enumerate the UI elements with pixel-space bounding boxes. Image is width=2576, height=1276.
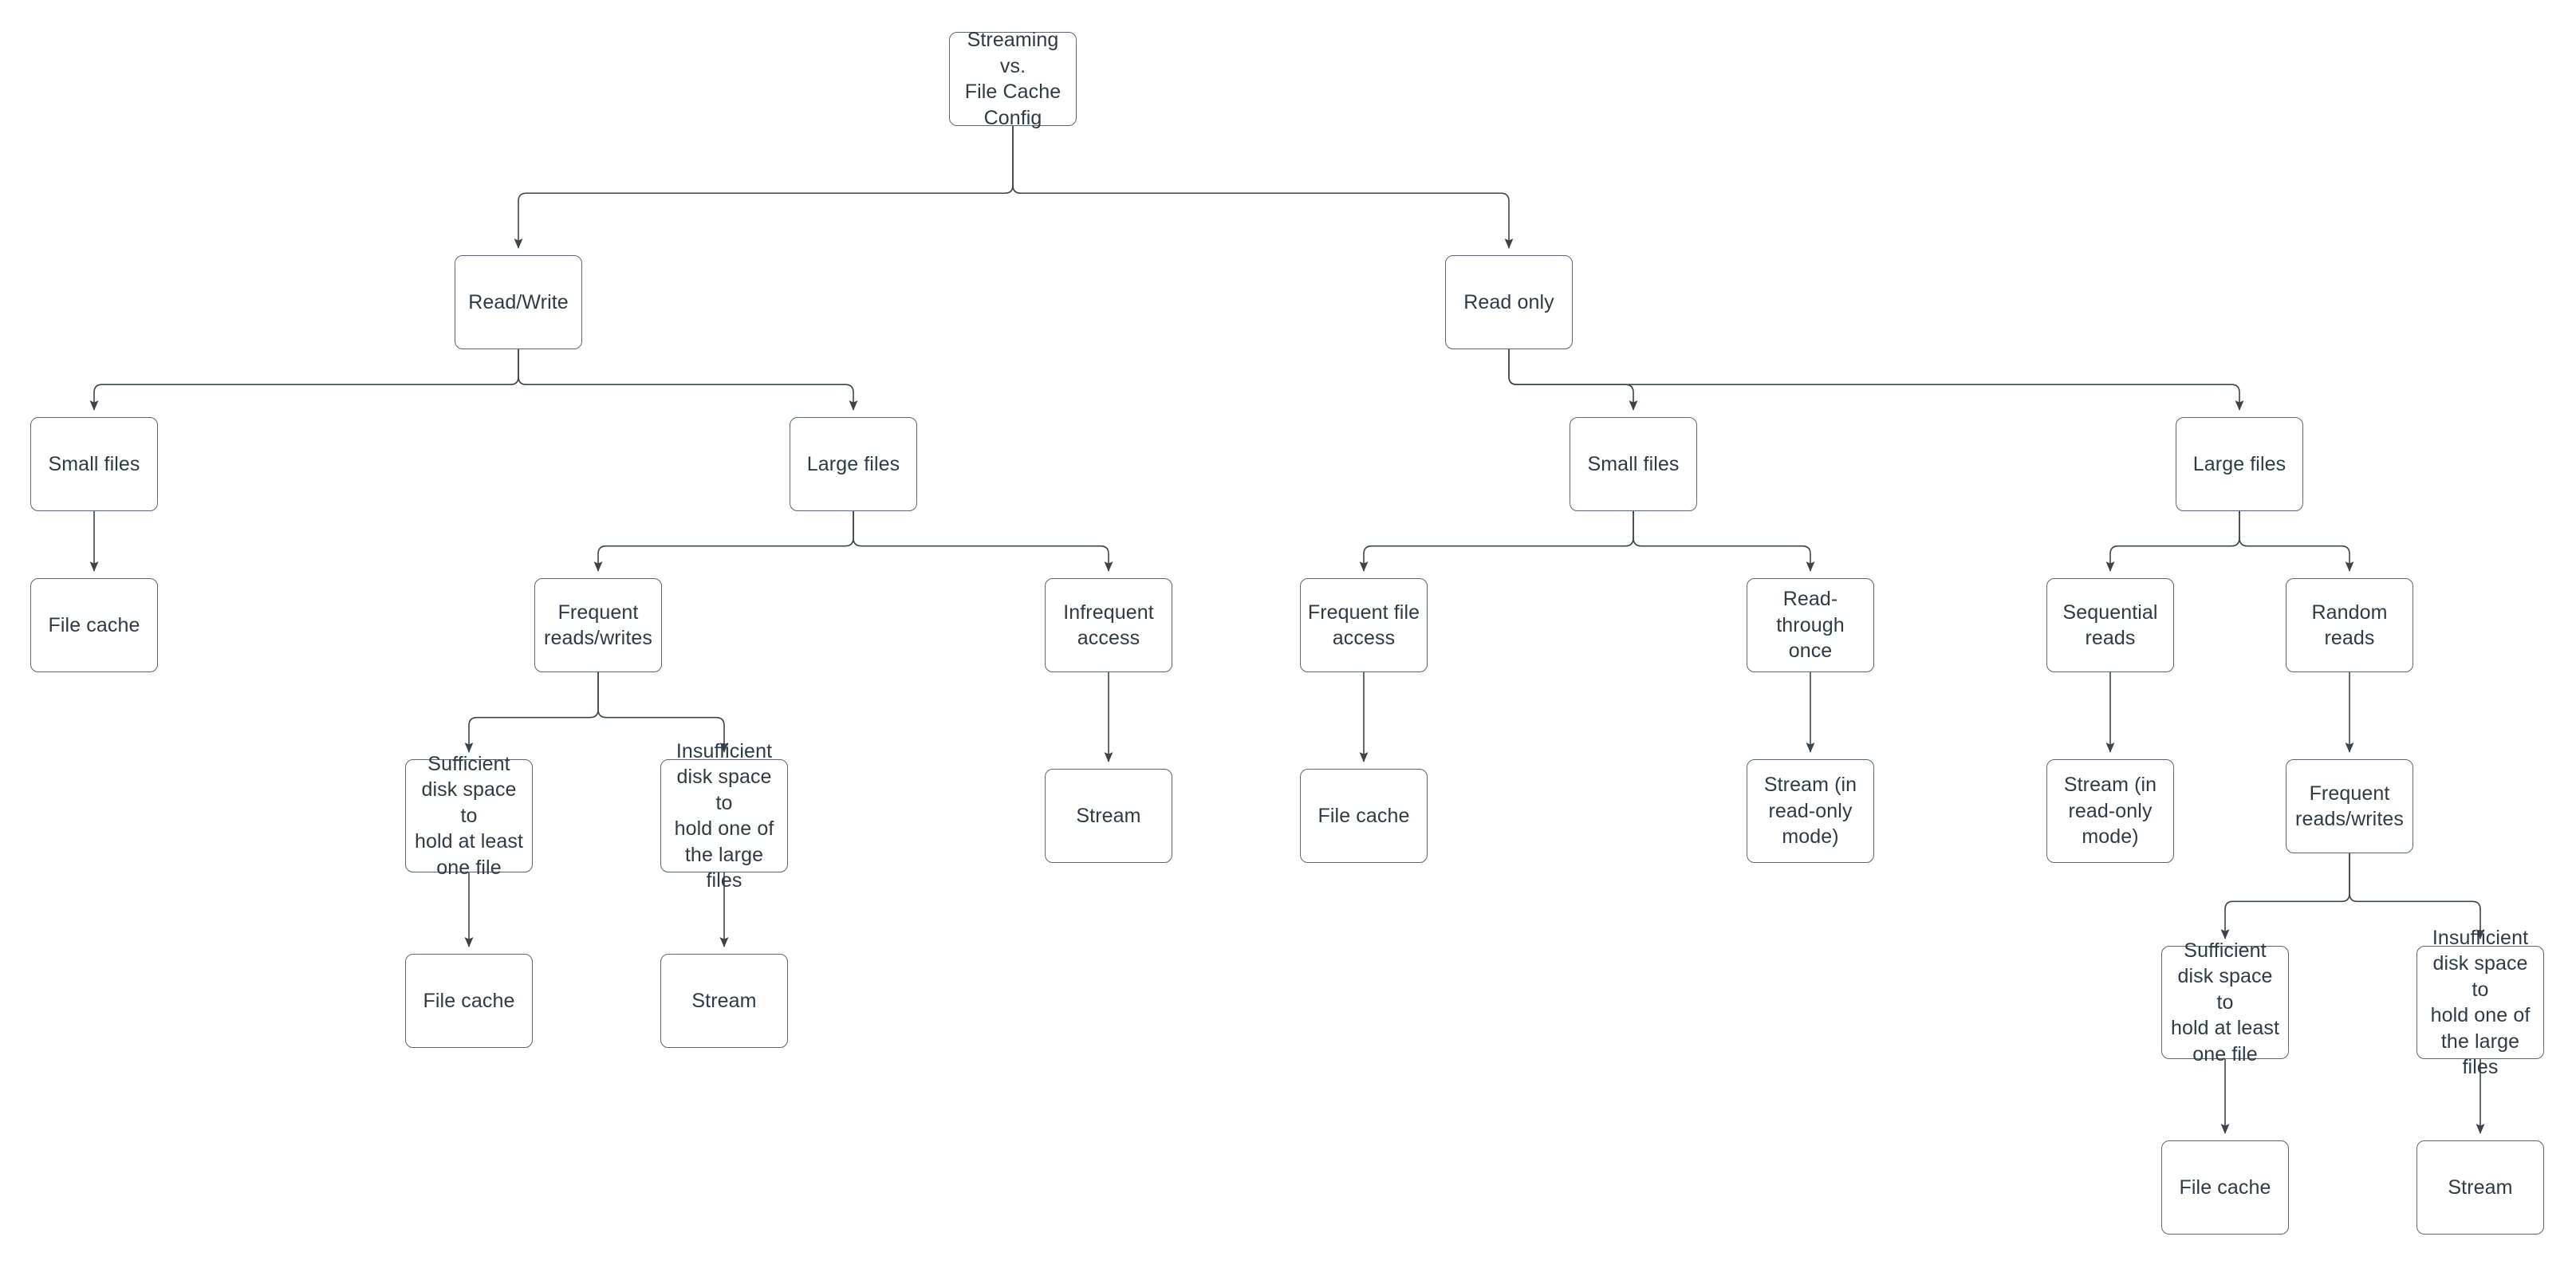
node-ro-rand[interactable]: Random reads: [2286, 578, 2413, 672]
edge-ro-small-to-ro-freq: [1359, 511, 1634, 572]
node-ro-rand-freq[interactable]: Frequent reads/writes: [2286, 759, 2413, 853]
node-ro-seq-st[interactable]: Stream (in read-only mode): [2046, 759, 2174, 863]
edge-rw-freq-to-rw-suff: [464, 672, 599, 753]
node-rw-small[interactable]: Small files: [30, 417, 158, 511]
node-ro-large[interactable]: Large files: [2176, 417, 2303, 511]
node-rw-large[interactable]: Large files: [790, 417, 917, 511]
node-ro-freq[interactable]: Frequent file access: [1300, 578, 1428, 672]
edge-ro-large-to-ro-rand: [2239, 511, 2354, 572]
edge-rw-to-rw-small: [89, 349, 519, 411]
node-rw-infreq[interactable]: Infrequent access: [1045, 578, 1172, 672]
node-rw-insuff-st[interactable]: Stream: [660, 954, 788, 1048]
node-root[interactable]: Streaming vs. File Cache Config: [949, 29, 1077, 129]
edge-paths: [89, 126, 2485, 1134]
node-rw-suff[interactable]: Sufficient disk space to hold at least o…: [405, 753, 533, 879]
edge-rw-large-to-rw-infreq: [853, 511, 1113, 572]
edge-rw-large-to-rw-freq: [593, 511, 854, 572]
edge-ro-small-to-ro-rt: [1633, 511, 1815, 572]
edge-root-to-ro: [1012, 126, 1514, 249]
edge-root-to-rw: [514, 126, 1014, 249]
edge-rw-to-rw-large: [518, 349, 858, 411]
edge-ro-large-to-ro-seq: [2105, 511, 2240, 572]
node-rw-insuff[interactable]: Insufficient disk space to hold one of t…: [660, 740, 788, 892]
node-rw-small-fc[interactable]: File cache: [30, 578, 158, 672]
edge-ro-rand-freq-to-ro-suff: [2220, 853, 2350, 939]
edge-ro-to-ro-small: [1508, 349, 1638, 411]
node-ro-insuff[interactable]: Insufficient disk space to hold one of t…: [2416, 927, 2544, 1078]
edge-rw-freq-to-rw-insuff: [597, 672, 729, 753]
node-ro-insuff-st[interactable]: Stream: [2416, 1140, 2544, 1235]
node-ro-rt[interactable]: Read-through once: [1747, 578, 1874, 672]
edge-ro-rand-freq-to-ro-insuff: [2349, 853, 2485, 939]
node-ro-rt-st[interactable]: Stream (in read-only mode): [1747, 759, 1874, 863]
node-rw-freq[interactable]: Frequent reads/writes: [534, 578, 662, 672]
node-ro-freq-fc[interactable]: File cache: [1300, 769, 1428, 863]
node-ro-small[interactable]: Small files: [1570, 417, 1697, 511]
node-rw-suff-fc[interactable]: File cache: [405, 954, 533, 1048]
node-ro-suff[interactable]: Sufficient disk space to hold at least o…: [2161, 939, 2289, 1065]
edge-ro-to-ro-large: [1508, 349, 2244, 411]
node-rw-infreq-st[interactable]: Stream: [1045, 769, 1172, 863]
node-rw[interactable]: Read/Write: [455, 255, 582, 349]
node-ro-seq[interactable]: Sequential reads: [2046, 578, 2174, 672]
node-ro-suff-fc[interactable]: File cache: [2161, 1140, 2289, 1235]
node-ro[interactable]: Read only: [1445, 255, 1573, 349]
